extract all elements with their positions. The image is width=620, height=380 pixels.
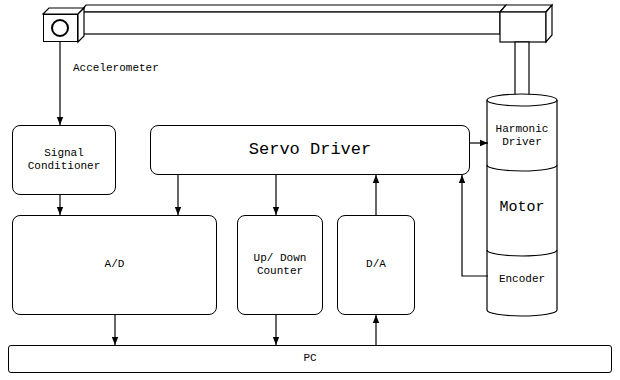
node-label: PC [303, 352, 316, 365]
node-label: Motor [499, 199, 544, 217]
signal-arrow [114, 315, 115, 345]
accelerometer-body [43, 8, 84, 42]
node-label: Encoder [499, 273, 545, 286]
node-label: A/D [105, 258, 125, 271]
node-label: Servo Driver [249, 140, 371, 160]
signal-arrow [59, 195, 60, 215]
motor-cylinder [487, 94, 557, 316]
signal-conditioner-box: Signal Conditioner [12, 125, 116, 195]
counter-box: Up/ Down Counter [237, 215, 323, 315]
signal-arrow [275, 315, 276, 345]
encoder-band: Encoder [488, 251, 556, 309]
node-label: Harmonic Driver [488, 123, 556, 149]
signal-arrow [462, 175, 488, 276]
node-label: Signal Conditioner [13, 147, 115, 173]
signal-arrow [177, 175, 178, 215]
beam-hub [500, 5, 552, 96]
node-label: Accelerometer [72, 62, 160, 75]
signal-arrow [375, 175, 376, 215]
servo-driver-box: Servo Driver [150, 125, 470, 175]
da-converter-box: D/A [337, 215, 415, 315]
harmonic-driver-band: Harmonic Driver [488, 108, 556, 164]
pc-box: PC [8, 345, 612, 373]
node-label: D/A [366, 258, 386, 271]
motor-band: Motor [488, 166, 556, 249]
signal-arrow [375, 315, 376, 345]
signal-arrow [275, 175, 276, 215]
ad-converter-box: A/D [12, 215, 217, 315]
signal-arrow [470, 142, 488, 143]
flexible-beam [80, 5, 506, 34]
motor-shaft [515, 42, 529, 96]
signal-arrow [59, 42, 60, 125]
accelerometer: Accelerometer [43, 14, 78, 42]
node-label: Up/ Down Counter [238, 252, 322, 278]
